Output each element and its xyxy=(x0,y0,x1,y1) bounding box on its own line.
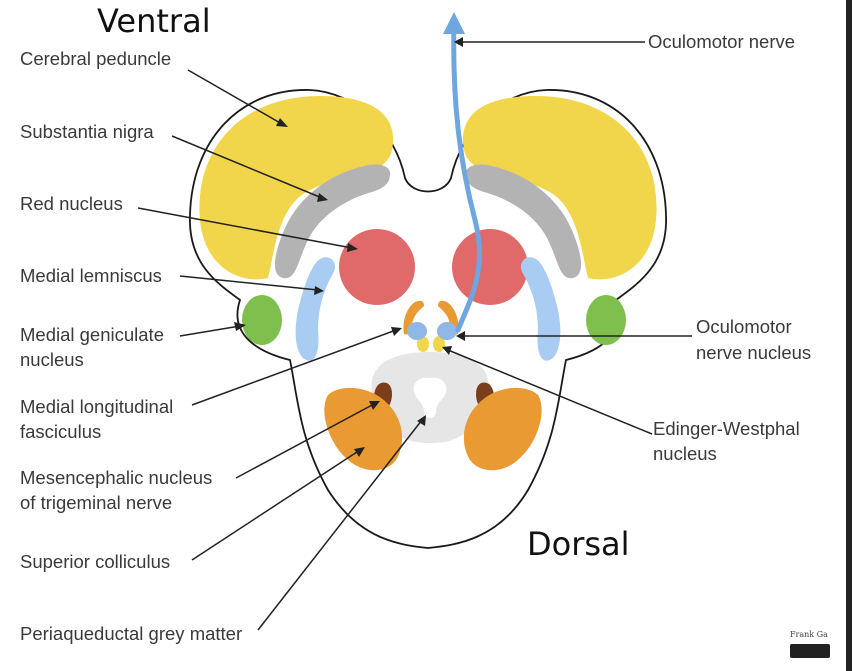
oculomotor-nucleus-left xyxy=(407,322,427,340)
label-mlf-line2: fasciculus xyxy=(20,421,102,442)
arrowhead-periaqueductal xyxy=(417,415,426,426)
medial-lemniscus-right xyxy=(520,257,561,361)
label-oculomotor-nucleus-line2: nerve nucleus xyxy=(696,342,812,363)
label-periaqueductal: Periaqueductal grey matter xyxy=(20,623,243,644)
oculomotor-nerve-path xyxy=(451,21,482,333)
substantia-nigra-left xyxy=(274,164,391,279)
arrowhead-cerebral-peduncle xyxy=(276,118,288,127)
medial-geniculate-right xyxy=(586,295,626,345)
arrowhead-medial-geniculate xyxy=(234,322,246,331)
label-substantia-nigra: Substantia nigra xyxy=(20,121,154,142)
leader-periaqueductal xyxy=(257,419,423,631)
label-cerebral-peduncle: Cerebral peduncle xyxy=(20,48,172,69)
oculomotor-nerve-arrowhead xyxy=(443,12,465,34)
leader-cerebral-peduncle xyxy=(187,69,283,125)
leader-mlf xyxy=(191,329,397,406)
leader-mesencephalic xyxy=(235,403,375,479)
leader-substantia-nigra xyxy=(171,135,323,199)
license-badge xyxy=(790,644,830,658)
ventral-label: Ventral xyxy=(97,2,211,40)
arrowhead-superior-colliculus xyxy=(354,447,365,457)
superior-colliculus-right xyxy=(463,387,542,471)
label-edinger-line1: Edinger-Westphal xyxy=(653,418,800,439)
cerebral-aqueduct xyxy=(413,377,447,418)
arrowhead-mlf xyxy=(391,327,402,336)
label-oculomotor-nucleus-line1: Oculomotor xyxy=(696,316,792,337)
substantia-nigra-right xyxy=(465,164,582,279)
arrowhead-substantia-nigra xyxy=(317,193,328,202)
right-edge-bar xyxy=(846,0,852,671)
label-oculomotor-nerve: Oculomotor nerve xyxy=(648,31,796,52)
label-medial-geniculate-line1: Medial geniculate xyxy=(20,324,164,345)
leader-medial-geniculate xyxy=(179,325,241,337)
leader-red-nucleus xyxy=(137,207,353,249)
cerebral-peduncle-right xyxy=(462,96,657,280)
credit-text: Frank Ga xyxy=(790,630,828,639)
leader-arrowheads xyxy=(234,37,465,457)
arrowhead-mesencephalic xyxy=(369,401,380,410)
edinger-westphal-left xyxy=(417,336,429,352)
leader-medial-lemniscus xyxy=(179,275,319,291)
label-red-nucleus: Red nucleus xyxy=(20,193,123,214)
label-superior-colliculus: Superior colliculus xyxy=(20,551,171,572)
leader-superior-colliculus xyxy=(191,449,361,561)
label-medial-geniculate-line2: nucleus xyxy=(20,349,84,370)
label-medial-lemniscus: Medial lemniscus xyxy=(20,265,162,286)
arrowhead-red-nucleus xyxy=(347,243,358,252)
leader-edinger-westphal xyxy=(447,349,653,435)
edinger-westphal-right xyxy=(433,336,445,352)
leader-lines xyxy=(137,41,692,631)
label-mesencephalic-line1: Mesencephalic nucleus xyxy=(20,467,213,488)
label-mesencephalic-line2: of trigeminal nerve xyxy=(20,492,173,513)
medial-lemniscus-left xyxy=(295,257,336,361)
arrowhead-medial-lemniscus xyxy=(314,286,324,295)
arrowhead-oculomotor-nucleus xyxy=(456,331,465,341)
medial-geniculate-left xyxy=(242,295,282,345)
arrowhead-edinger-westphal xyxy=(442,346,452,355)
red-nucleus-left xyxy=(339,229,415,305)
mlf-left xyxy=(403,300,424,335)
label-edinger-line2: nucleus xyxy=(653,443,717,464)
oculomotor-nucleus-right xyxy=(437,322,457,340)
superior-colliculus-left xyxy=(324,387,403,471)
label-mlf-line1: Medial longitudinal xyxy=(20,396,174,417)
arrowhead-oculomotor-nerve xyxy=(454,37,463,47)
red-nucleus-right xyxy=(452,229,528,305)
dorsal-label: Dorsal xyxy=(527,525,630,563)
